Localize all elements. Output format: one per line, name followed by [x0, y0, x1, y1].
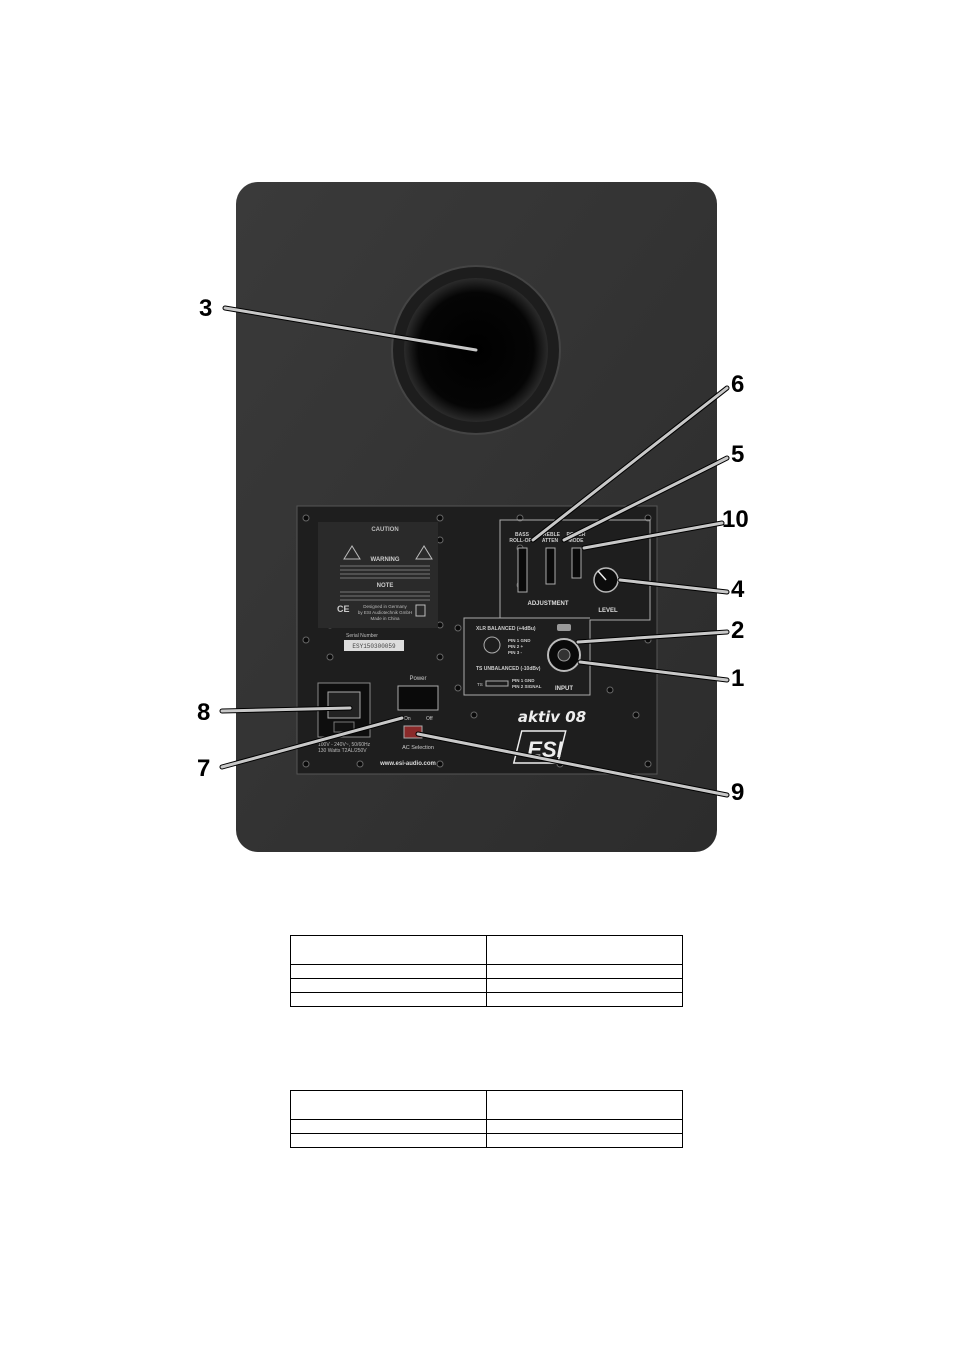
table-cell: [486, 964, 683, 979]
warning-body-lines: [340, 565, 430, 579]
caution-title: CAUTION: [371, 527, 398, 533]
table-row: [290, 964, 683, 979]
serial-value: ESY150300059: [352, 643, 396, 650]
callout-9: 9: [731, 779, 744, 806]
callout-3: 3: [199, 295, 212, 322]
ts-plug-diagram-icon: [485, 680, 509, 687]
made-in-text: Made in China: [370, 616, 400, 621]
recycle-icon: [415, 604, 426, 617]
power-inlet-socket: [327, 691, 361, 719]
table-cell: [486, 1133, 683, 1148]
model-name: aktiv 08: [518, 708, 586, 726]
power-mode-switch: [571, 547, 582, 579]
table-cell: [486, 1119, 683, 1134]
warning-title: WARNING: [371, 557, 400, 563]
ac-selection-label: AC Selection: [402, 745, 434, 751]
input-label: INPUT: [555, 686, 573, 692]
note-title: NOTE: [377, 583, 394, 589]
parts-table-2: [290, 1090, 683, 1148]
bass-rolloff-switch: [517, 547, 528, 593]
speaker-rear-panel-photo: CAUTION WARNING NOTE CE Designed in Germ…: [197, 182, 749, 852]
note-body-lines: [340, 591, 430, 601]
table-cell: [486, 1090, 683, 1120]
table-row: [290, 1119, 683, 1134]
table-cell: [290, 992, 487, 1007]
parts-table-1: [290, 935, 683, 1007]
xlr-combo-center: [557, 648, 571, 662]
xlr-balanced-label: XLR BALANCED (+4dBu): [476, 626, 536, 632]
designed-in-text: Designed in Germany: [363, 604, 407, 609]
warning-label-panel: [318, 522, 438, 628]
serial-label: Serial Number: [346, 633, 378, 639]
power-switch: [397, 685, 439, 711]
table-cell: [290, 1090, 487, 1120]
xlr-pin1: PIN 1 GND: [508, 638, 531, 643]
callout-leader-lines: [219, 305, 730, 798]
xlr-diagram-icon: [483, 636, 501, 654]
shock-triangle-icon: [415, 545, 433, 560]
table-header-row: [290, 935, 683, 965]
table-cell: [290, 978, 487, 993]
xlr-latch: [557, 624, 571, 631]
callout-6: 6: [731, 371, 744, 398]
designed-by-text: by ESI Audiotechnik GmbH: [358, 610, 412, 615]
ts-pin2: PIN 2 SIGNAL: [512, 684, 542, 689]
table-cell: [486, 992, 683, 1007]
callout-7: 7: [197, 755, 210, 782]
brand-logo-frame: [512, 730, 567, 764]
table-row: [290, 992, 683, 1007]
power-switch-label: Power: [409, 676, 426, 682]
treble-atten-label-1: TREBLE: [540, 532, 561, 538]
power-off-label: Off: [426, 716, 433, 722]
ts-short-label: TS: [477, 682, 483, 687]
ts-pin1: PIN 1 GND: [512, 678, 535, 683]
voltage-line-2: 130 Watts T2AL/250V: [318, 748, 367, 754]
table-row: [290, 1133, 683, 1148]
xlr-pin2: PIN 2 +: [508, 644, 524, 649]
serial-sticker: [344, 640, 404, 651]
table-cell: [290, 964, 487, 979]
ts-unbalanced-label: TS UNBALANCED (-10dBv): [476, 666, 541, 672]
caution-triangle-icon: [343, 545, 361, 560]
xlr-pin3: PIN 3 -: [508, 650, 523, 655]
table-header-row: [290, 1090, 683, 1120]
voltage-line-1: 100V - 240V~, 50/60Hz: [318, 742, 371, 748]
callout-8: 8: [197, 699, 210, 726]
power-on-label: On: [404, 716, 411, 722]
callout-4: 4: [731, 576, 745, 603]
callout-10: 10: [722, 506, 749, 533]
table-cell: [290, 1119, 487, 1134]
table-cell: [486, 978, 683, 993]
callout-2: 2: [731, 617, 744, 644]
level-label: LEVEL: [598, 608, 618, 614]
website-text: www.esi-audio.com: [379, 761, 436, 767]
table-row: [290, 978, 683, 993]
bass-rolloff-label-2: ROLL-OFF: [509, 538, 534, 544]
treble-atten-switch: [545, 547, 556, 585]
callout-5: 5: [731, 441, 744, 468]
treble-atten-label-2: ATTEN: [542, 538, 559, 544]
bass-rolloff-label-1: BASS: [515, 532, 530, 538]
table-cell: [290, 935, 487, 965]
adjustment-label: ADJUSTMENT: [527, 601, 568, 607]
power-mode-label-2: MODE: [569, 538, 585, 544]
table-cell: [290, 1133, 487, 1148]
table-cell: [486, 935, 683, 965]
ce-mark: CE: [337, 604, 350, 614]
callout-1: 1: [731, 665, 744, 692]
level-knob-pointer: [597, 570, 607, 581]
